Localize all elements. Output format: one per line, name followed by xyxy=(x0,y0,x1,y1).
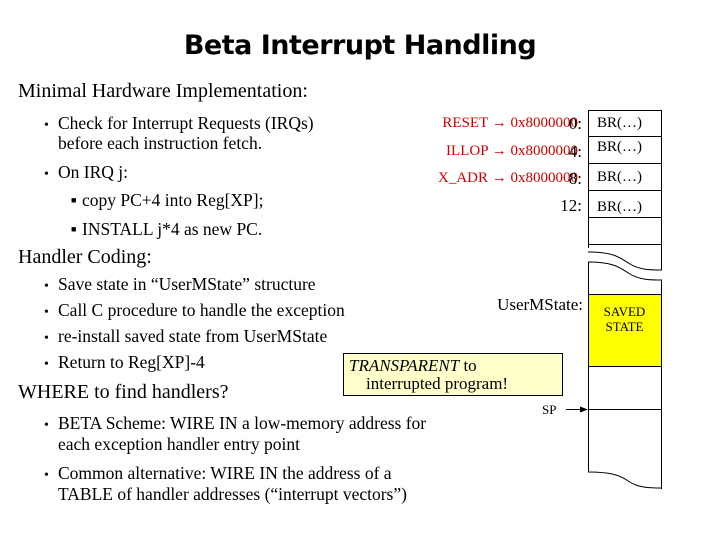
bullet-icon: • xyxy=(44,279,49,294)
memory-cell-br-12: BR(…) xyxy=(597,199,642,215)
offset-4: 4: xyxy=(568,142,582,161)
vector-label-illop: ILLOP → 0x8000000 xyxy=(446,143,578,159)
saved-state-fill xyxy=(588,294,661,366)
bullet-beta-scheme-cont: each exception handler entry point xyxy=(58,434,300,454)
sp-arrow xyxy=(566,406,588,413)
vector-label-reset: RESET → 0x8000000 xyxy=(442,115,578,131)
bullet-icon: • xyxy=(44,118,49,133)
sp-label: SP xyxy=(542,402,557,417)
section-heading-hardware: Minimal Hardware Implementation: xyxy=(18,80,308,102)
bullet-common-alt-cont: TABLE of handler addresses (“interrupt v… xyxy=(58,484,407,504)
memory-cell-br-8: BR(…) xyxy=(597,169,642,185)
bullet-icon: • xyxy=(44,418,49,433)
bullet-call-c: •Call C procedure to handle the exceptio… xyxy=(44,300,345,320)
section-heading-handler-coding: Handler Coding: xyxy=(18,246,152,268)
memory-lower-segment xyxy=(587,261,663,489)
slide-title: Beta Interrupt Handling xyxy=(183,30,537,61)
bullet-beta-scheme: •BETA Scheme: WIRE IN a low-memory addre… xyxy=(44,413,427,433)
vector-label-xadr: X_ADR → 0x8000000 xyxy=(437,170,578,186)
memory-upper-segment xyxy=(587,110,663,271)
bullet-icon: • xyxy=(44,468,49,483)
square-bullet-icon: ■ xyxy=(71,224,77,234)
offset-12: 12: xyxy=(560,196,582,215)
bullet-icon: • xyxy=(44,357,49,372)
callout-line2: interrupted program! xyxy=(366,374,509,393)
bullet-return: •Return to Reg[XP]-4 xyxy=(44,352,205,372)
bullet-icon: • xyxy=(44,305,49,320)
bullet-check-irq-cont: before each instruction fetch. xyxy=(58,133,263,153)
usermstate-label: UserMState: xyxy=(497,295,583,314)
section-heading-where: WHERE to find handlers? xyxy=(18,381,229,403)
bullet-icon: • xyxy=(44,331,49,346)
bullet-reinstall: •re-install saved state from UserMState xyxy=(44,326,328,346)
bullet-save-state: •Save state in “UserMState” structure xyxy=(44,274,316,294)
bullet-common-alt: •Common alternative: WIRE IN the address… xyxy=(44,463,392,483)
offset-0: 0: xyxy=(568,114,582,133)
bullet-on-irq: •On IRQ j: xyxy=(44,162,128,182)
square-bullet-icon: ■ xyxy=(71,195,77,205)
memory-cell-br-0: BR(…) xyxy=(597,115,642,131)
subbullet-copy-pc: ■copy PC+4 into Reg[XP]; xyxy=(71,190,264,210)
transparent-callout: TRANSPARENT to interrupted program! xyxy=(343,353,563,396)
memory-cell-br-4: BR(…) xyxy=(597,139,642,155)
saved-state-label: SAVED STATE xyxy=(603,304,646,334)
offset-8: 8: xyxy=(568,169,582,188)
bullet-icon: • xyxy=(44,167,49,182)
callout-emphasis: TRANSPARENT xyxy=(349,356,460,375)
bullet-check-irq: •Check for Interrupt Requests (IRQs) xyxy=(44,113,314,133)
subbullet-install: ■INSTALL j*4 as new PC. xyxy=(71,219,263,239)
